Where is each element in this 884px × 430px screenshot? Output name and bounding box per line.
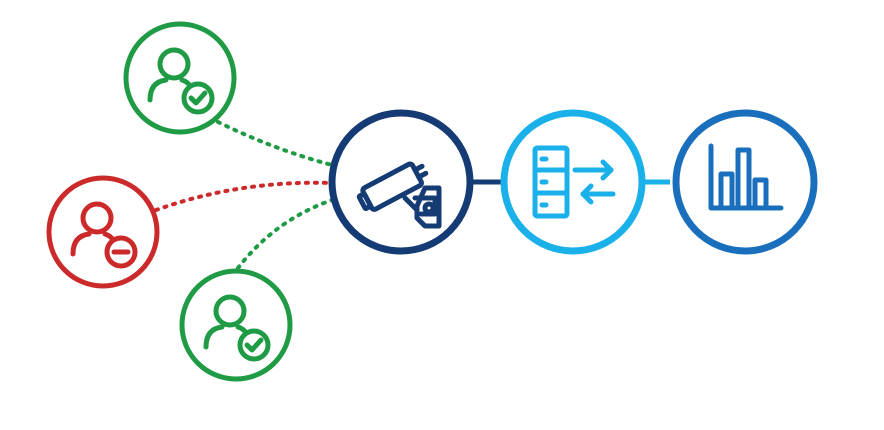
- node-camera: [328, 109, 474, 255]
- connector-user-approved-top: [216, 120, 334, 167]
- user-check-icon: [203, 294, 271, 362]
- user-check-icon: [147, 47, 215, 115]
- server-transfer-icon: [532, 145, 616, 219]
- node-user-approved-bottom: [179, 268, 293, 382]
- security-camera-icon: [356, 161, 442, 229]
- connector-user-approved-bottom: [236, 198, 334, 270]
- node-user-approved-top: [123, 21, 237, 135]
- connector-user-denied: [154, 180, 334, 212]
- node-user-denied: [46, 175, 160, 289]
- user-minus-icon: [70, 201, 138, 269]
- node-server: [500, 109, 646, 255]
- bar-chart-icon: [708, 143, 784, 211]
- node-analytics: [672, 109, 818, 255]
